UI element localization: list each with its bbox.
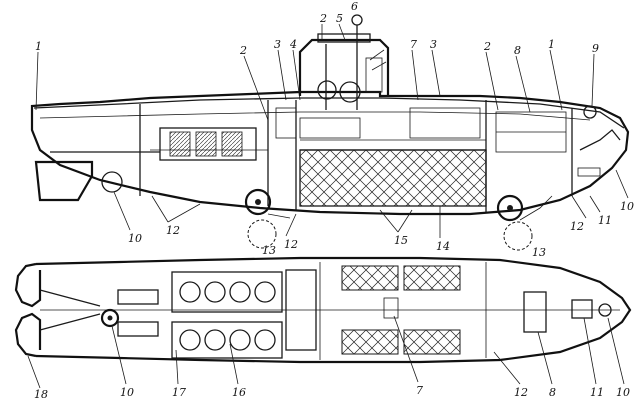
plan-callout-labels: 18 10 17 16 7 12 8 11 10: [34, 384, 630, 401]
forward-wheel: [496, 194, 524, 222]
side-callout: 12: [570, 220, 584, 233]
conning-tower: [298, 38, 390, 96]
side-callout: 8: [514, 44, 521, 57]
plan-stern-lower: [14, 312, 42, 358]
plan-aft-hatch-center: [107, 315, 113, 321]
side-callout: 3: [430, 38, 437, 51]
aft-wheel: [244, 188, 272, 216]
periscope-head: [351, 14, 363, 26]
side-callout: 1: [35, 40, 42, 53]
stern-propeller: [101, 171, 123, 193]
plan-callout: 11: [590, 386, 604, 399]
plan-callout: 8: [549, 386, 556, 399]
plan-aft-machinery-2: [117, 321, 159, 337]
plan-battery-blocks: [341, 265, 461, 355]
control-room-table: [299, 117, 361, 139]
plan-diesel-engines-lower: [171, 321, 283, 359]
diesel-engines-side: [150, 127, 268, 161]
tower-wheel-2: [339, 81, 361, 103]
side-callout: 3: [274, 38, 281, 51]
side-callout: 15: [394, 234, 408, 247]
side-callout: 10: [620, 200, 634, 213]
side-callout: 14: [436, 240, 450, 253]
tower-fittings: [369, 49, 387, 71]
side-callout: 13: [532, 246, 546, 259]
plan-forward-hatch: [523, 291, 547, 333]
plan-callout: 12: [514, 386, 528, 399]
crew-berths: [409, 107, 481, 139]
side-leader-lines: [35, 23, 629, 238]
side-callout: 2: [239, 44, 247, 57]
plan-aft-machinery: [117, 289, 159, 305]
control-room-equipment: [275, 107, 297, 139]
side-callout: 11: [598, 214, 612, 227]
side-callout: 13: [262, 244, 276, 257]
plan-stern-upper: [14, 262, 42, 308]
plan-view: [14, 256, 632, 364]
bow-fitting: [579, 129, 621, 151]
side-elevation-view: [30, 14, 630, 251]
side-callout: 5: [336, 12, 343, 25]
plan-diesel-engines-upper: [171, 271, 283, 313]
plan-callout: 18: [34, 388, 48, 401]
plan-bow-fitting: [571, 299, 593, 319]
conning-tower-hatch: [317, 33, 371, 43]
side-callout: 6: [351, 0, 358, 13]
forward-wheel-lowered: [503, 221, 533, 251]
plan-bow-light: [598, 303, 612, 317]
plan-callout: 17: [172, 386, 186, 399]
plan-callout: 7: [416, 384, 423, 397]
tower-wheel: [317, 80, 337, 100]
stern-rudder: [34, 160, 94, 202]
battery-compartment-side: [299, 139, 487, 207]
plan-leader-lines: [27, 315, 625, 389]
forward-wheel-arm: [519, 195, 553, 221]
plan-hull-outline: [35, 256, 632, 364]
aft-wheel-lowered: [247, 219, 277, 249]
bow-light: [583, 105, 597, 119]
aft-wheel-arm: [267, 213, 291, 219]
side-callout: 9: [592, 42, 599, 55]
side-callout: 12: [284, 238, 298, 251]
plan-callout: 16: [232, 386, 246, 399]
side-callout: 12: [166, 224, 180, 237]
side-callout: 2: [483, 40, 491, 53]
plan-center-fitting: [383, 297, 399, 319]
side-callout: 10: [128, 232, 142, 245]
side-callout: 1: [548, 38, 555, 51]
plan-callout: 10: [616, 386, 630, 399]
side-deck-line: [33, 97, 625, 129]
plan-callout: 10: [120, 386, 134, 399]
side-callout: 7: [410, 38, 417, 51]
plan-stern-strut-2: [39, 313, 101, 331]
side-callout-labels: 1 2 3 4 2 5 6 7 3 2 8 1 9 10 12 13 12 15…: [35, 0, 634, 259]
plan-aft-hatch: [100, 308, 120, 328]
plan-gearbox: [285, 269, 317, 351]
side-callout: 4: [289, 38, 297, 51]
bow-hatch: [577, 167, 601, 177]
side-callout: 2: [319, 12, 327, 25]
tower-equipment: [365, 57, 383, 93]
side-deck-line-lower: [39, 111, 591, 121]
plan-stern-strut-1: [39, 289, 101, 307]
